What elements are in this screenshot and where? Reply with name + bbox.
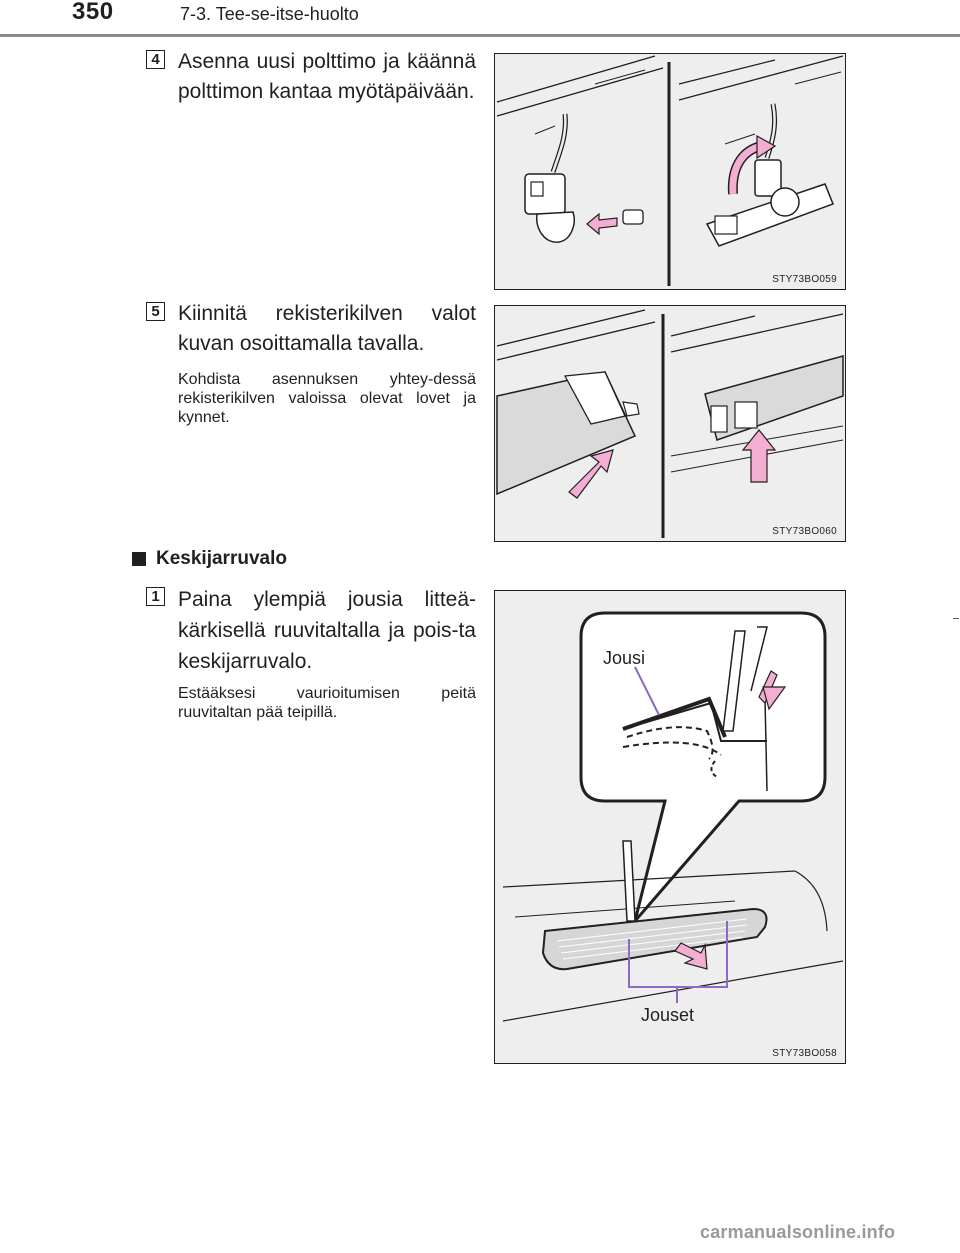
- header-divider: [0, 34, 960, 37]
- step-5-badge: 5: [146, 302, 165, 321]
- subsection-heading: Keskijarruvalo: [132, 548, 287, 570]
- step-5-text: Kiinnitä rekisterikilven valot kuvan oso…: [178, 302, 476, 355]
- margin-mark: [953, 618, 959, 619]
- license-light-install-illustration: [496, 309, 844, 538]
- figure-step-4: STY73BO059: [494, 53, 846, 290]
- figure-code: STY73BO060: [772, 526, 837, 537]
- step-1-note: Estääksesi vaurioitumisen peitä ruuvital…: [178, 685, 476, 721]
- step-1-badge: 1: [146, 587, 165, 606]
- step-4-text: Asenna uusi polttimo ja käännä polttimon…: [178, 50, 476, 103]
- figure-step-1: Jousi Jouset STY73BO058: [494, 590, 846, 1064]
- heading-square-icon: [132, 552, 146, 566]
- callout-springs-label: Jouset: [641, 1005, 695, 1025]
- section-title: 7-3. Tee-se-itse-huolto: [180, 4, 359, 24]
- figure-code: STY73BO058: [772, 1048, 837, 1059]
- step-5-note: Kohdista asennuksen yhtey-dessä rekister…: [178, 371, 476, 426]
- page-number: 350: [72, 0, 114, 25]
- callout-spring-label: Jousi: [603, 648, 646, 668]
- watermark: carmanualsonline.info: [700, 1222, 896, 1242]
- brake-light-removal-illustration: [502, 611, 844, 1022]
- bulb-install-illustration: [496, 55, 844, 286]
- subsection-title: Keskijarruvalo: [156, 548, 287, 569]
- figure-code: STY73BO059: [772, 274, 837, 285]
- figure-step-5: STY73BO060: [494, 305, 846, 542]
- step-1-text: Paina ylempiä jousia litteä-kärkisellä r…: [178, 588, 476, 673]
- step-4-badge: 4: [146, 50, 165, 69]
